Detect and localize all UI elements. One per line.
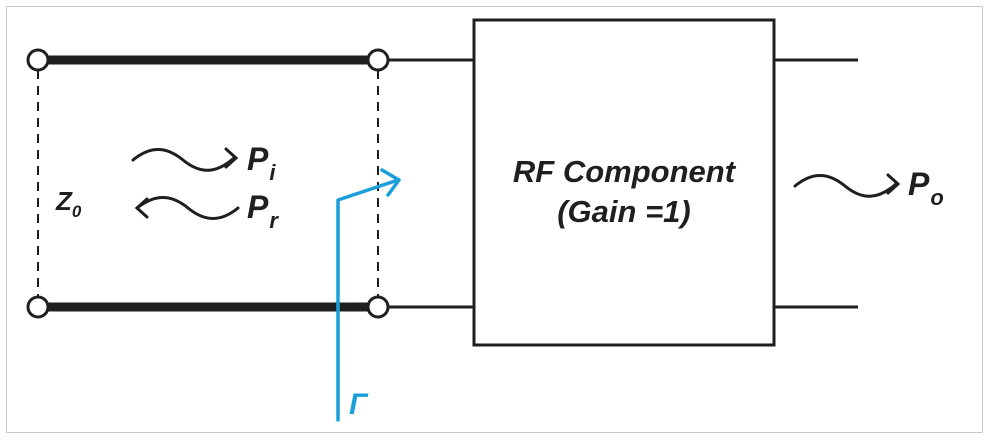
- rf-component-title: RF Component: [513, 154, 737, 189]
- output-wave-arrow-icon: [793, 173, 901, 198]
- svg-text:Z0: Z0: [55, 186, 82, 221]
- incident-power-subscript: i: [269, 160, 276, 185]
- terminal-top-left: [26, 48, 50, 72]
- reflected-wave-arrow-icon: [134, 196, 240, 220]
- incident-power-symbol: P: [247, 141, 269, 177]
- rf-component-box: [472, 18, 776, 347]
- incident-wave-arrow-icon: [131, 147, 239, 172]
- svg-text:Po: Po: [908, 166, 944, 210]
- reflection-coefficient-symbol: Γ: [349, 388, 369, 421]
- terminal-top-right: [366, 48, 390, 72]
- reflection-coefficient-arrow-icon: [336, 168, 401, 422]
- diagram-frame: [6, 6, 983, 433]
- rf-component-gain: (Gain =1): [557, 194, 691, 229]
- impedance-symbol: Z: [55, 186, 73, 216]
- reflected-power-subscript: r: [269, 208, 279, 233]
- svg-text:Pr: Pr: [247, 189, 279, 233]
- terminal-bottom-left: [26, 295, 50, 319]
- reflected-power-symbol: P: [247, 189, 269, 225]
- terminal-bottom-right: [366, 295, 390, 319]
- svg-text:Pi: Pi: [247, 141, 276, 185]
- output-power-symbol: P: [908, 166, 930, 202]
- impedance-subscript: 0: [72, 202, 82, 221]
- output-power-subscript: o: [930, 185, 943, 210]
